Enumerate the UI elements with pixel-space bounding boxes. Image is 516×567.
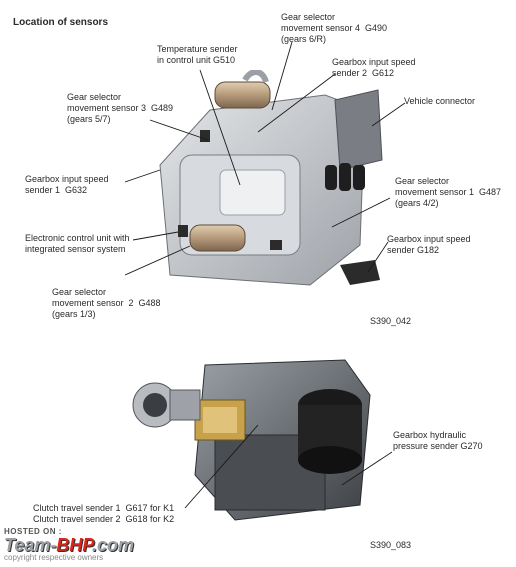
mechatronic-unit-illustration <box>159 70 383 286</box>
figure-id-bottom: S390_083 <box>370 540 412 550</box>
leader-clutch <box>184 424 259 509</box>
watermark-brand-right: .com <box>92 535 135 555</box>
label-gear-selector-sensor-2: Gear selector movement sensor 2 G488 (ge… <box>52 287 161 319</box>
figure-id-top: S390_042 <box>370 316 412 326</box>
label-gearbox-input-speed-sender-g182: Gearbox input speed sender G182 <box>387 234 471 255</box>
leader-gsm4 <box>271 41 293 111</box>
label-vehicle-connector: Vehicle connector <box>404 96 476 106</box>
watermark-brand: Team-BHP.com <box>4 536 134 554</box>
leader-temp <box>199 69 241 186</box>
label-hydraulic-pressure-sender: Gearbox hydraulic pressure sender G270 <box>393 430 483 451</box>
label-electronic-control-unit: Electronic control unit with integrated … <box>25 233 130 254</box>
label-clutch-travel-senders: Clutch travel sender 1 G617 for K1 Clutc… <box>33 503 175 524</box>
label-gear-selector-sensor-3: Gear selector movement sensor 3 G489 (ge… <box>67 92 174 124</box>
gearbox-assembly-illustration <box>132 359 371 521</box>
watermark-hosted-label: HOSTED ON : <box>4 527 62 536</box>
leader-gis1 <box>124 169 161 183</box>
watermark: HOSTED ON : Team-BHP.com copyright respe… <box>4 527 134 562</box>
label-temperature-sender: Temperature sender in control unit G510 <box>157 44 238 65</box>
leader-g182 <box>367 241 389 273</box>
label-gear-selector-sensor-4: Gear selector movement sensor 4 G490 (ge… <box>281 12 388 44</box>
label-gearbox-input-speed-sender-1: Gearbox input speed sender 1 G632 <box>25 174 109 195</box>
page-title: Location of sensors <box>13 17 109 28</box>
leader-hydraulic <box>341 451 393 486</box>
leader-gsm2 <box>124 245 191 276</box>
watermark-copyright: copyright respective owners <box>4 553 104 562</box>
label-gear-selector-sensor-1: Gear selector movement sensor 1 G487 (ge… <box>395 176 502 208</box>
leader-vehicle <box>371 102 406 127</box>
leader-ecu <box>132 231 179 241</box>
leader-gsm1 <box>331 197 391 228</box>
watermark-brand-accent: BHP <box>56 535 93 555</box>
watermark-brand-left: Team- <box>4 535 57 555</box>
leader-gsm3 <box>149 119 209 141</box>
leader-gis2 <box>257 73 336 133</box>
label-gearbox-input-speed-sender-2: Gearbox input speed sender 2 G612 <box>332 57 416 78</box>
